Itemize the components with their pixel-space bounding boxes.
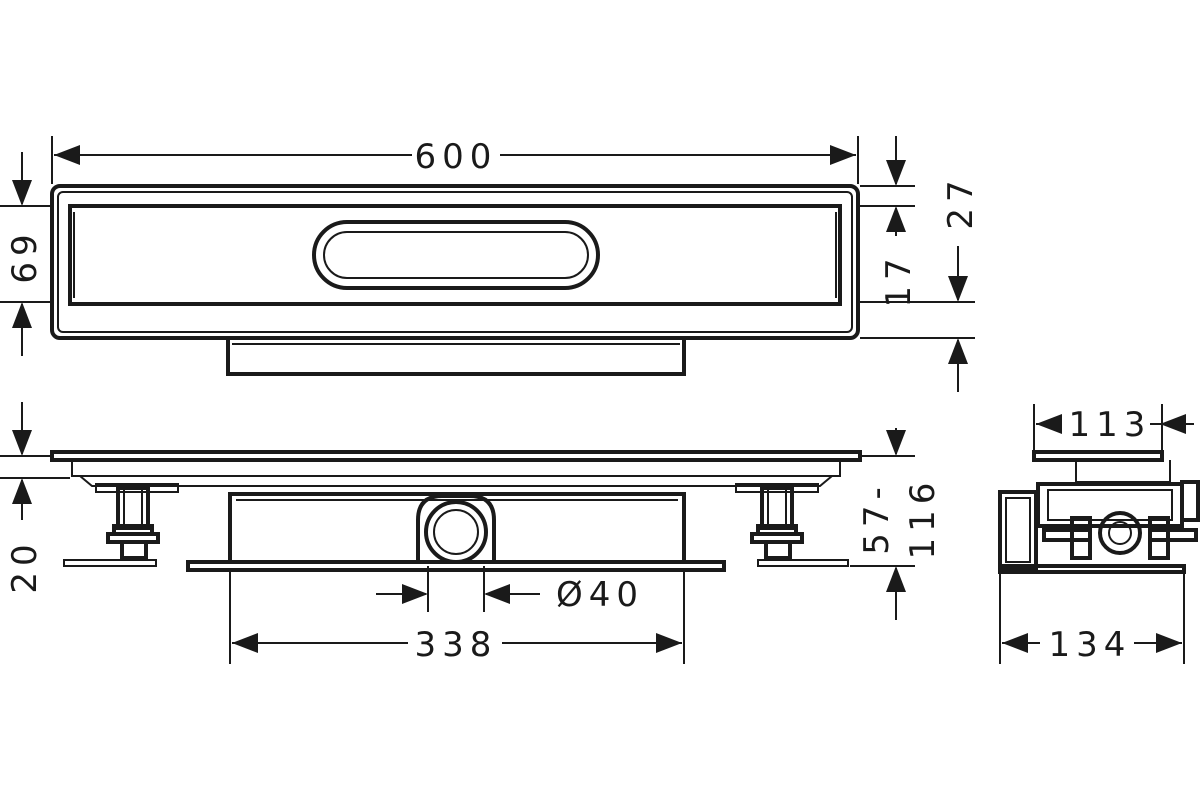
- dimension-17-label: 17: [879, 252, 919, 307]
- dimension-69: 69: [0, 152, 50, 356]
- dimension-116-label: 116: [903, 477, 943, 560]
- top-view-grate: [68, 204, 842, 306]
- top-view-oval-slot: [312, 220, 600, 290]
- dimension-57-label: 57-: [857, 481, 897, 555]
- dimension-diameter-label: Ø40: [556, 575, 644, 615]
- dimension-69-label: 69: [5, 228, 45, 283]
- front-view-cover: [50, 450, 862, 462]
- dimension-27-label: 27: [941, 174, 981, 229]
- dimension-338: 338: [229, 572, 685, 665]
- top-view: [50, 184, 860, 376]
- dimension-600-label: 600: [415, 137, 498, 177]
- top-view-oval-slot-inner: [323, 231, 589, 279]
- dimension-20-label: 20: [5, 538, 45, 593]
- front-view: [50, 450, 862, 572]
- dimension-113-label: 113: [1069, 405, 1152, 445]
- front-view-outlet-pipe: [416, 494, 496, 564]
- dimension-113: 113: [1033, 404, 1194, 450]
- dimension-20: 20: [0, 402, 70, 594]
- dimension-57-116: 57- 116: [850, 428, 943, 620]
- dimension-17: 17: [860, 136, 919, 308]
- top-view-cover-outer: [50, 184, 860, 340]
- dimension-27: 27: [860, 174, 981, 392]
- front-view-right-foot: [735, 483, 849, 567]
- dimension-diameter-40: Ø40: [376, 566, 644, 615]
- top-view-drain-body: [226, 338, 686, 376]
- front-view-left-foot: [63, 483, 179, 567]
- dimension-338-label: 338: [415, 625, 498, 665]
- top-view-cover-inner: [57, 191, 853, 333]
- dimension-600: 600: [51, 136, 859, 184]
- dimension-134-label: 134: [1049, 625, 1132, 665]
- dimension-134: 134: [999, 574, 1185, 665]
- side-view: [998, 450, 1200, 574]
- front-view-drain-body: [228, 492, 686, 562]
